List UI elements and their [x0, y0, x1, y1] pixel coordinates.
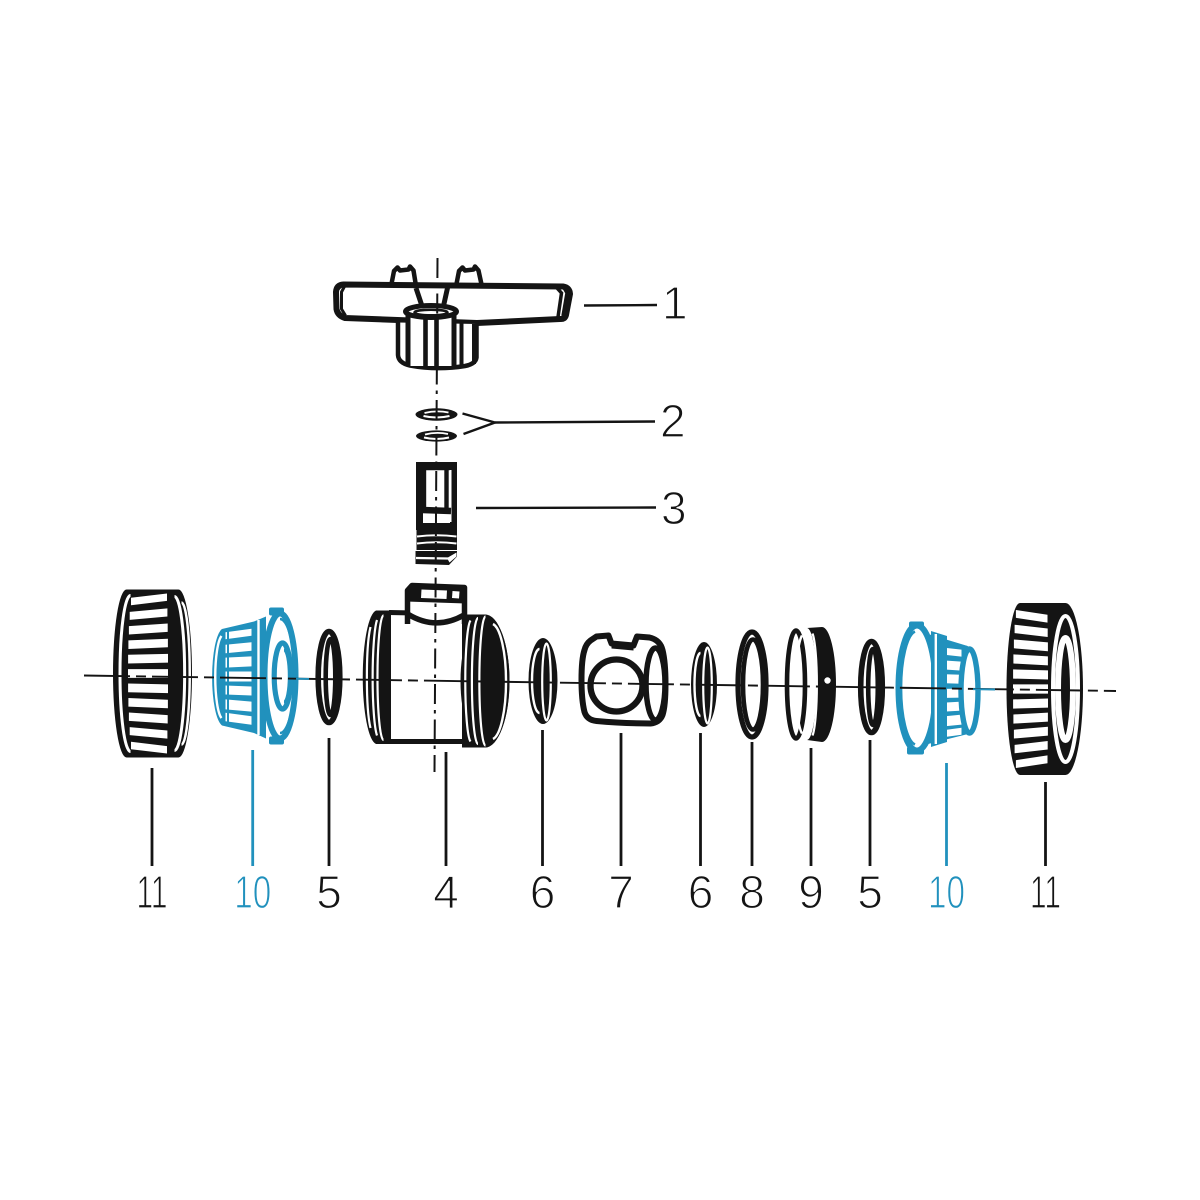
svg-text:11: 11	[137, 866, 168, 918]
svg-text:10: 10	[234, 866, 271, 918]
svg-text:6: 6	[530, 866, 556, 918]
svg-text:4: 4	[433, 866, 459, 918]
svg-text:9: 9	[798, 866, 824, 918]
svg-text:8: 8	[739, 866, 765, 918]
svg-text:5: 5	[857, 866, 883, 918]
svg-text:6: 6	[688, 866, 714, 918]
svg-text:3: 3	[661, 482, 687, 534]
svg-text:1: 1	[662, 277, 688, 329]
svg-text:5: 5	[316, 866, 342, 918]
svg-text:7: 7	[608, 866, 634, 918]
svg-text:11: 11	[1030, 866, 1061, 918]
svg-text:2: 2	[660, 395, 686, 447]
svg-text:10: 10	[928, 866, 965, 918]
